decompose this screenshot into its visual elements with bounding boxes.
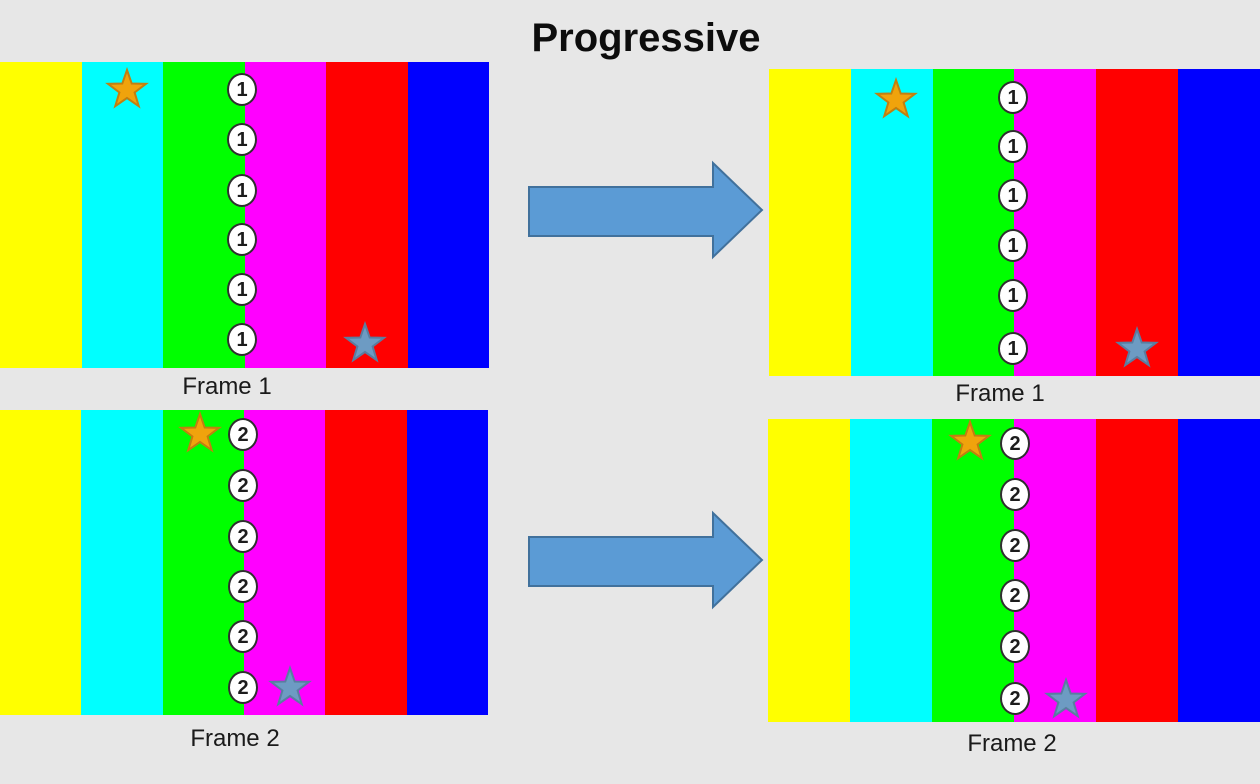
color-stripe-red [1096,419,1178,722]
scanline-number-badge: 2 [1000,682,1030,715]
orange-star-icon [948,419,992,461]
scanline-number-badge: 2 [1000,579,1030,612]
scanline-number-badge: 2 [1000,427,1030,460]
scanline-number-badge: 2 [228,671,258,704]
scanline-number-badge: 2 [228,620,258,653]
scanline-number-badge: 1 [998,229,1028,262]
color-stripe-yellow [768,419,850,722]
right-arrow-icon [528,510,764,610]
color-stripe-magenta [243,410,326,715]
page-title: Progressive [531,16,761,60]
frame-1-left: 1 1 1 1 1 1 [0,62,489,368]
scanline-number-badge: 1 [998,130,1028,163]
color-stripe-cyan [81,62,163,368]
frame-2-left: 2 2 2 2 2 2 [0,410,488,715]
scanline-number-badge: 1 [998,279,1028,312]
color-stripe-magenta [244,62,326,368]
scanline-number-badge: 2 [1000,529,1030,562]
color-stripe-yellow [0,62,82,368]
color-stripe-green [162,410,244,715]
scanline-number-badge: 1 [227,273,257,306]
scanline-number-badge: 1 [998,81,1028,114]
color-stripe-green [163,62,245,368]
scanline-number-badge: 2 [228,570,258,603]
scanline-number-badge: 1 [227,223,257,256]
scanline-number-badge: 1 [227,123,257,156]
scanline-number-badge: 2 [228,520,258,553]
scanline-number-badge: 1 [998,179,1028,212]
orange-star-icon [178,411,222,453]
scanline-number-badge: 1 [227,323,257,356]
blue-star-icon [343,321,387,363]
blue-star-icon [1044,677,1088,719]
color-stripe-red [325,410,407,715]
color-stripe-blue [407,62,489,368]
color-stripe-green [932,69,1015,376]
color-stripe-red [1096,69,1179,376]
color-stripe-blue [406,410,488,715]
orange-star-icon [874,77,918,119]
scanline-number-badge: 1 [227,174,257,207]
scanline-number-badge: 2 [1000,630,1030,663]
color-stripe-magenta [1014,419,1096,722]
color-stripe-magenta [1014,69,1097,376]
scanline-number-badge: 1 [227,73,257,106]
color-stripe-blue [1178,69,1260,376]
frame-1-right: 1 1 1 1 1 1 [769,69,1260,376]
orange-star-icon [105,67,149,109]
color-stripe-cyan [81,410,163,715]
color-stripe-yellow [0,410,82,715]
color-stripe-blue [1178,419,1260,722]
scanline-number-badge: 2 [1000,478,1030,511]
frame-2-right-label: Frame 2 [967,730,1057,757]
frame-2-right: 2 2 2 2 2 2 [768,419,1260,722]
color-stripe-green [932,419,1014,722]
color-stripe-cyan [850,69,933,376]
scanline-number-badge: 2 [228,418,258,451]
blue-star-icon [1115,326,1159,368]
frame-1-right-label: Frame 1 [955,380,1045,407]
scanline-number-badge: 1 [998,332,1028,365]
right-arrow-icon [528,160,764,260]
frame-1-left-label: Frame 1 [182,373,272,400]
color-stripe-cyan [850,419,932,722]
blue-star-icon [268,665,312,707]
frame-2-left-label: Frame 2 [190,725,280,752]
scanline-number-badge: 2 [228,469,258,502]
color-stripe-yellow [769,69,851,376]
color-stripe-red [326,62,408,368]
